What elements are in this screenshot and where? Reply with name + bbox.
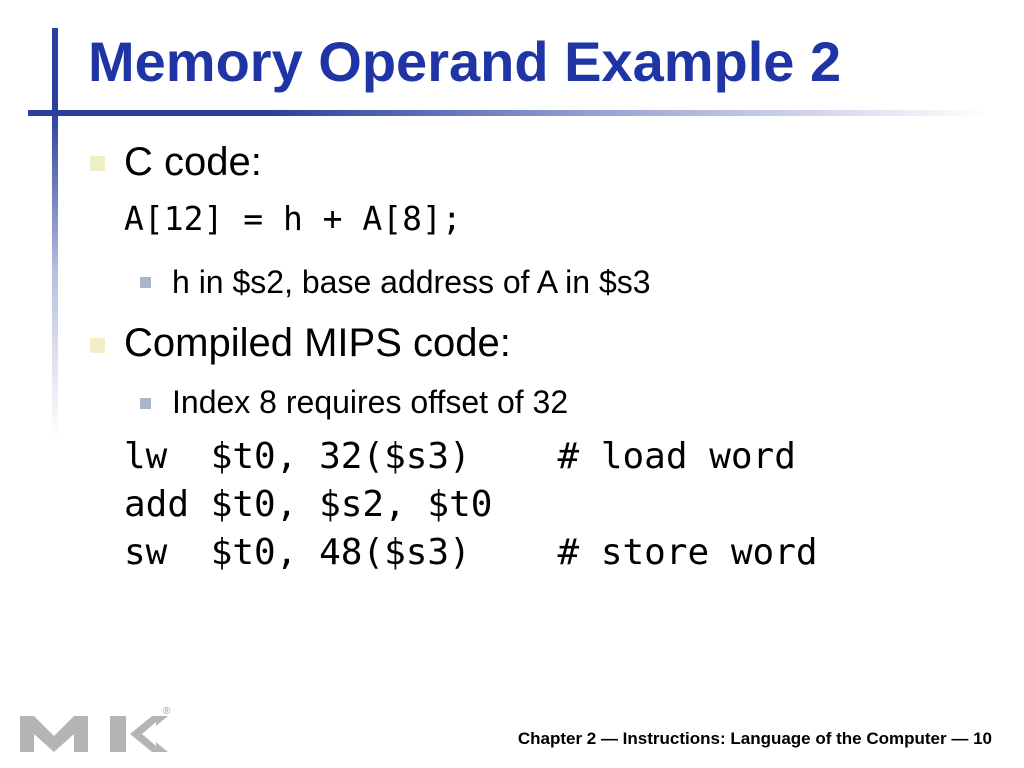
- mips-code-line-sw: sw $t0, 48($s3) # store word: [124, 532, 818, 573]
- sub-bullet-marker: [140, 277, 151, 288]
- title-underline-bar: [28, 110, 988, 116]
- registered-mark: ®: [163, 706, 171, 717]
- sub-bullet-register-info: h in $s2, base address of A in $s3: [172, 264, 651, 300]
- slide-footer: Chapter 2 — Instructions: Language of th…: [517, 729, 992, 748]
- bullet-marker: [90, 156, 105, 171]
- bullet-marker: [90, 338, 105, 353]
- sub-bullet-offset-info: Index 8 requires offset of 32: [172, 384, 569, 420]
- c-code-line: A[12] = h + A[8];: [124, 199, 462, 238]
- mk-logo-icon: ®: [20, 706, 171, 752]
- mips-code-line-lw: lw $t0, 32($s3) # load word: [124, 436, 796, 477]
- sub-bullet-marker: [140, 398, 151, 409]
- slide-title: Memory Operand Example 2: [88, 30, 842, 93]
- mips-code-line-add: add $t0, $s2, $t0: [124, 484, 493, 525]
- bullet-text-c-code: C code:: [124, 140, 262, 184]
- vertical-accent-bar: [52, 28, 58, 438]
- bullet-text-mips-code: Compiled MIPS code:: [124, 321, 511, 365]
